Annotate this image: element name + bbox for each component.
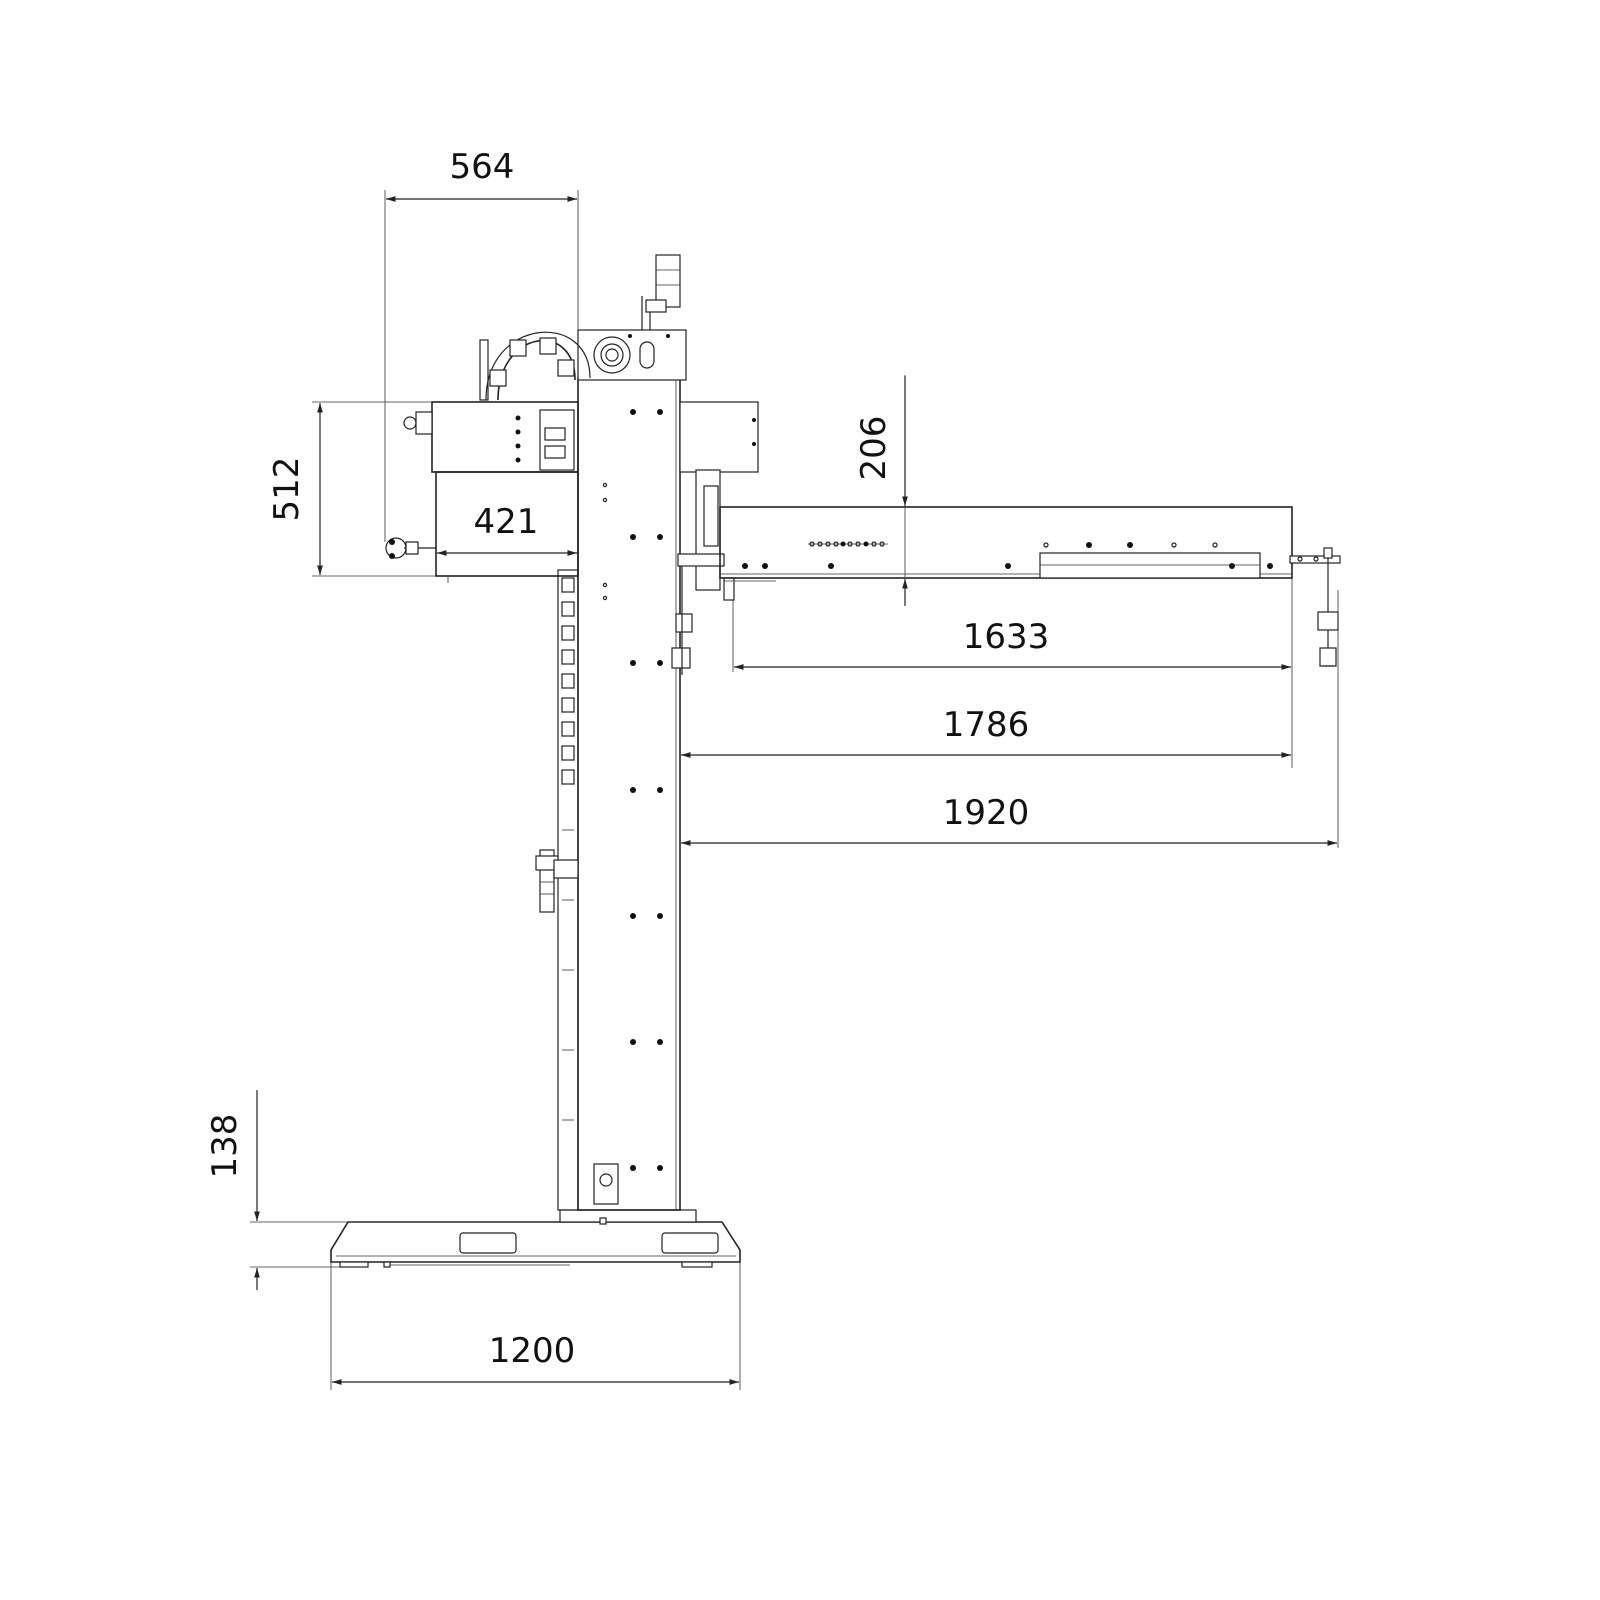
dimension-1920: 1920	[681, 590, 1339, 848]
dim-label-1786: 1786	[943, 705, 1030, 745]
dimension-1200: 1200	[330, 1262, 741, 1390]
dim-label-564: 564	[450, 147, 515, 187]
boom	[719, 506, 1293, 582]
dimension-1633: 1633	[732, 578, 1293, 672]
dimension-1786: 1786	[681, 672, 1293, 768]
dim-label-512: 512	[267, 457, 307, 522]
dim-label-138: 138	[205, 1114, 245, 1179]
boom-guide	[671, 401, 759, 675]
column-bolt-holes	[602, 409, 663, 1171]
air-filter-regulator	[535, 849, 579, 913]
column	[577, 254, 687, 1211]
boom-scale	[808, 541, 888, 547]
machine-base	[330, 1209, 741, 1268]
dim-label-1633: 1633	[963, 617, 1050, 657]
dimension-138: 138	[205, 1090, 560, 1290]
dimension-564: 564	[384, 147, 579, 542]
dim-label-1920: 1920	[943, 793, 1030, 833]
dimension-512: 512	[267, 401, 436, 577]
dim-label-206: 206	[854, 416, 894, 481]
cable-chain	[479, 331, 591, 1211]
torch-holder	[1289, 547, 1341, 667]
dimension-421: 421	[437, 502, 577, 556]
dim-label-421: 421	[474, 502, 539, 542]
dimension-206: 206	[854, 375, 908, 606]
carriage	[385, 401, 579, 583]
dim-label-1200: 1200	[489, 1331, 576, 1371]
